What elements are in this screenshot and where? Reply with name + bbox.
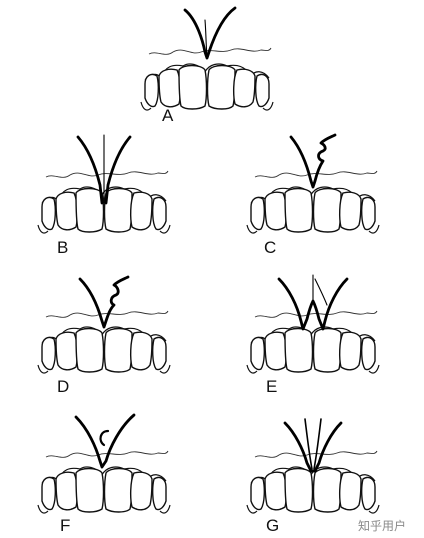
panel-G: [246, 418, 380, 514]
panel-label-E: E: [266, 377, 277, 396]
panel-label-B: B: [57, 238, 68, 257]
panel-E: [246, 274, 380, 374]
panel-label-D: D: [57, 377, 69, 396]
panel-B: [37, 134, 171, 234]
panel-label-C: C: [264, 238, 276, 257]
panel-label-F: F: [60, 516, 70, 535]
panel-D: [37, 275, 171, 374]
panel-A: [140, 6, 274, 111]
panel-C: [246, 133, 380, 234]
panel-label-A: A: [162, 106, 174, 125]
watermark-text: 知乎用户: [358, 518, 406, 533]
panel-F: [37, 413, 171, 514]
panel-label-G: G: [266, 516, 279, 535]
